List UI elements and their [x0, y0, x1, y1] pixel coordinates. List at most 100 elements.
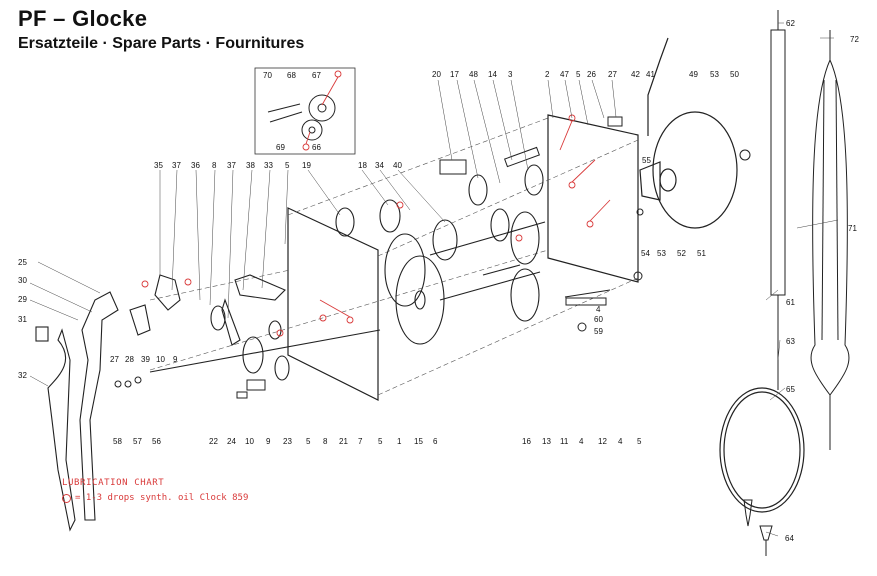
callout: 65: [786, 385, 795, 394]
callout: 72: [850, 35, 859, 44]
callout: 5: [378, 437, 383, 446]
callout: 5: [285, 161, 290, 170]
callout: 53: [657, 249, 666, 258]
front-plate: [287, 207, 379, 401]
callout: 49: [689, 70, 698, 79]
callout: 37: [227, 161, 236, 170]
callout: 4: [596, 305, 601, 314]
callout: 13: [542, 437, 551, 446]
hardware-parts: [114, 116, 751, 399]
callout: 6: [433, 437, 438, 446]
callout: 2: [545, 70, 550, 79]
callout: 5: [637, 437, 642, 446]
callout: 55: [642, 156, 651, 165]
page-subtitle: Ersatzteile · Spare Parts · Fournitures: [18, 35, 305, 52]
callout: 28: [125, 355, 134, 364]
callout: 7: [358, 437, 363, 446]
callout: 56: [152, 437, 161, 446]
callout: 34: [375, 161, 384, 170]
callout: 10: [245, 437, 254, 446]
callout: 10: [156, 355, 165, 364]
callout: 4: [579, 437, 584, 446]
callout: 9: [173, 355, 178, 364]
callout: 68: [287, 71, 296, 80]
callout: 23: [283, 437, 292, 446]
callout: 70: [263, 71, 272, 80]
callout: 32: [18, 371, 27, 380]
rear-plate: [547, 114, 639, 283]
callout: 61: [786, 298, 795, 307]
callout: 71: [848, 224, 857, 233]
callout: 18: [358, 161, 367, 170]
lubrication-legend: = 1-3 drops synth. oil Clock 859: [62, 493, 248, 503]
callout: 12: [598, 437, 607, 446]
callout: 47: [560, 70, 569, 79]
lyre-pendulum: [810, 30, 850, 450]
callout: 51: [697, 249, 706, 258]
page-title: PF – Glocke: [18, 6, 148, 31]
inset-wheels: [267, 94, 336, 141]
callout: 22: [209, 437, 218, 446]
callout: 9: [266, 437, 271, 446]
callout: 25: [18, 258, 27, 267]
callout: 8: [212, 161, 217, 170]
callout: 11: [560, 437, 569, 446]
callout: 39: [141, 355, 150, 364]
screw-64: [743, 499, 773, 556]
callout: 26: [587, 70, 596, 79]
wheel-train: [149, 164, 611, 381]
callout: 29: [18, 295, 27, 304]
leader-lines: [29, 22, 839, 537]
callout: 64: [785, 534, 794, 543]
callout: 21: [339, 437, 348, 446]
assembly-guides: [149, 117, 639, 396]
callout: 37: [172, 161, 181, 170]
callout: 42: [631, 70, 640, 79]
callout: 52: [677, 249, 686, 258]
callout: 27: [608, 70, 617, 79]
callout-labels: 70 68 67 69 66 20 17 48 14 3 2 47 5 26 2…: [18, 19, 859, 543]
callout: 16: [522, 437, 531, 446]
callout: 33: [264, 161, 273, 170]
callout: 17: [450, 70, 459, 79]
callout: 35: [154, 161, 163, 170]
callout: 58: [113, 437, 122, 446]
callout: 40: [393, 161, 402, 170]
levers: [35, 274, 286, 532]
callout: 36: [191, 161, 200, 170]
callout: 50: [730, 70, 739, 79]
callout: 54: [641, 249, 650, 258]
callout: 30: [18, 276, 27, 285]
pendulum-rod: [770, 10, 786, 390]
callout: 41: [646, 70, 655, 79]
callout: 27: [110, 355, 119, 364]
pendulum-bob: [719, 387, 805, 513]
callout: 5: [306, 437, 311, 446]
callout: 20: [432, 70, 441, 79]
callout: 31: [18, 315, 27, 324]
callout: 62: [786, 19, 795, 28]
lubrication-legend-text: = 1-3 drops synth. oil Clock 859: [75, 493, 249, 503]
lubrication-chart-title: LUBRICATION CHART: [62, 478, 165, 488]
bell-dome: [639, 37, 738, 229]
callout: 57: [133, 437, 142, 446]
callout: 38: [246, 161, 255, 170]
callout: 1: [397, 437, 402, 446]
callout: 15: [414, 437, 423, 446]
callout: 59: [594, 327, 603, 336]
callout: 19: [302, 161, 311, 170]
callout: 5: [576, 70, 581, 79]
callout: 14: [488, 70, 497, 79]
lubrication-circle-icon: [62, 493, 71, 503]
callout: 4: [618, 437, 623, 446]
callout: 69: [276, 143, 285, 152]
callout: 66: [312, 143, 321, 152]
callout: 8: [323, 437, 328, 446]
callout: 48: [469, 70, 478, 79]
callout: 67: [312, 71, 321, 80]
callout: 63: [786, 337, 795, 346]
callout: 53: [710, 70, 719, 79]
lubrication-points: [141, 70, 611, 337]
callout: 24: [227, 437, 236, 446]
